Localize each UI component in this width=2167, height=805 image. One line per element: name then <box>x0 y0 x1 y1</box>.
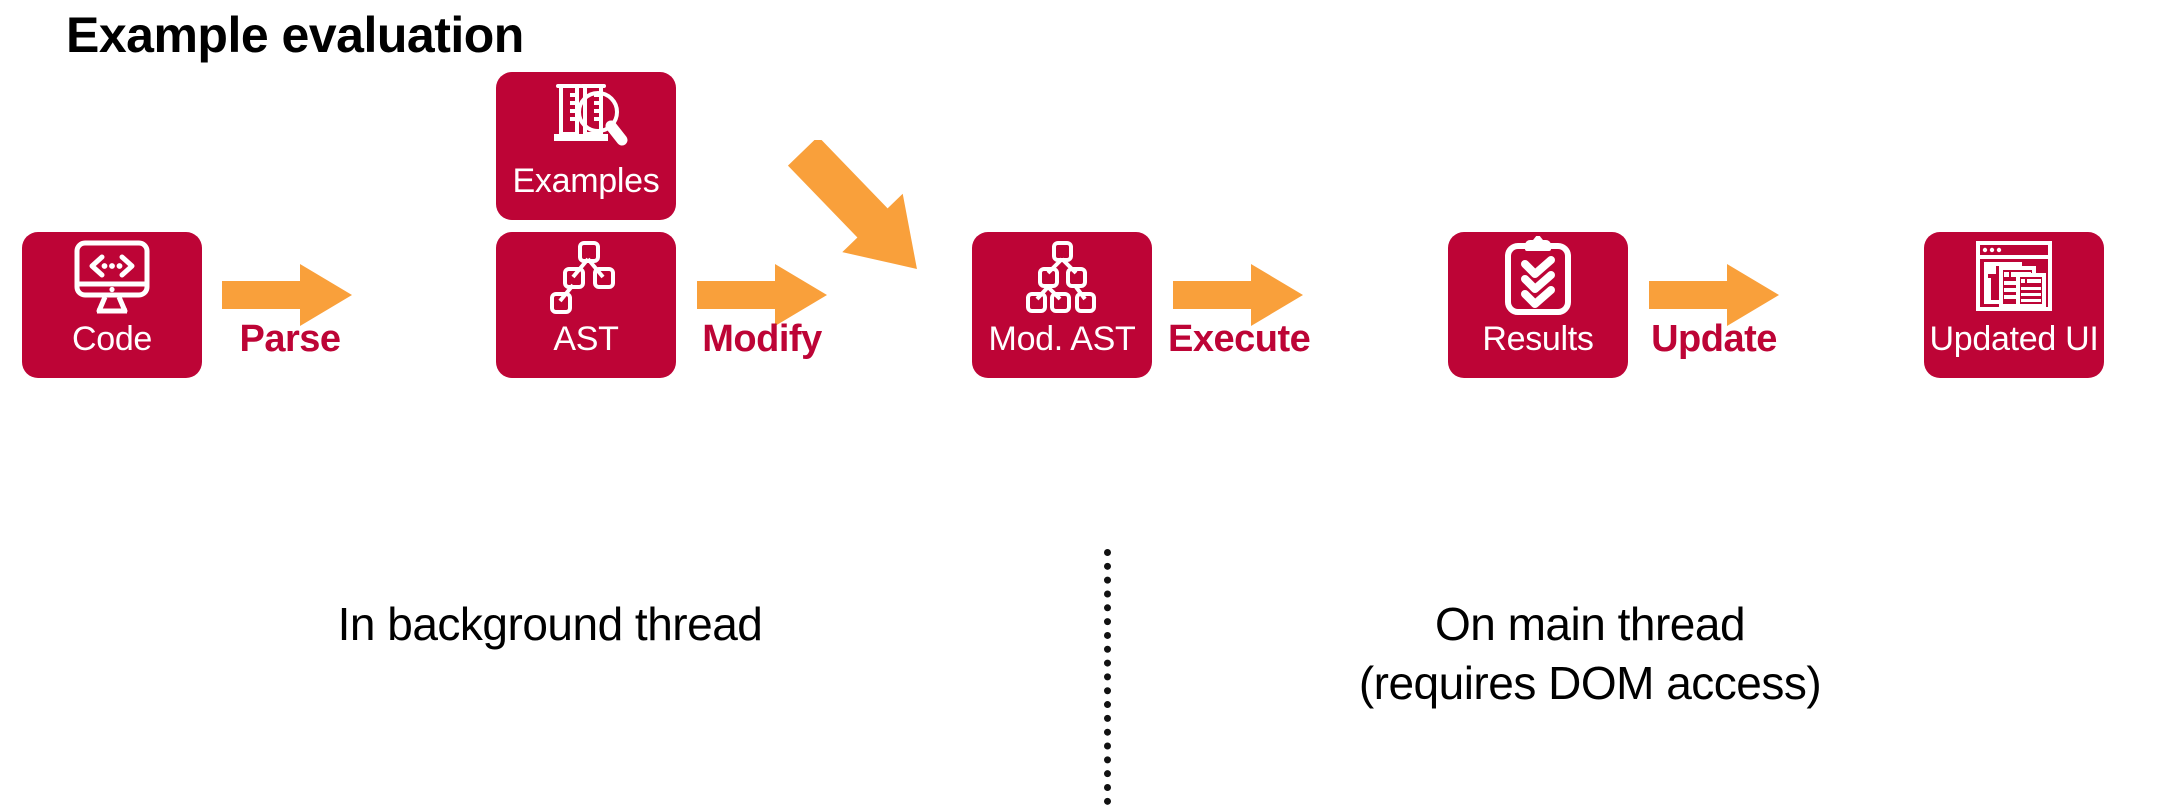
pipeline-node-examples[interactable]: Examples <box>496 72 676 220</box>
pipeline-node-ast[interactable]: AST <box>496 232 676 378</box>
tree-full-icon <box>972 232 1152 322</box>
tree-small-icon <box>496 232 676 322</box>
caption-background-thread: In background thread <box>337 598 763 650</box>
arrow-modify <box>697 264 827 326</box>
pipeline-node-mod-ast[interactable]: Mod. AST <box>972 232 1152 378</box>
pipeline-node-code[interactable]: Code <box>22 232 202 378</box>
arrow-examples-to-mod-ast <box>770 140 950 280</box>
arrow-update <box>1649 264 1779 326</box>
node-label-updated-ui: Updated UI <box>1929 320 2099 358</box>
caption-main-thread-line2: (requires DOM access) <box>1358 656 1822 709</box>
arrow-parse <box>222 264 352 326</box>
arrow-label-parse: Parse <box>239 318 341 360</box>
browser-window-icon <box>1924 232 2104 322</box>
arrow-label-modify: Modify <box>702 318 822 360</box>
node-label-code: Code <box>71 320 153 358</box>
monitor-code-icon <box>22 232 202 322</box>
test-tubes-magnifier-icon <box>496 72 676 164</box>
clipboard-checklist-icon <box>1448 232 1628 322</box>
node-label-ast: AST <box>553 320 619 358</box>
page-title: Example evaluation <box>66 7 524 63</box>
caption-main-thread: On main thread (requires DOM access) <box>1210 595 1970 713</box>
node-label-examples: Examples <box>512 162 660 200</box>
arrow-label-execute: Execute <box>1168 318 1311 360</box>
pipeline-node-updated-ui[interactable]: Updated UI <box>1924 232 2104 378</box>
node-label-results: Results <box>1482 320 1594 358</box>
pipeline-node-results[interactable]: Results <box>1448 232 1628 378</box>
caption-main-thread-line1: On main thread <box>1434 598 1746 650</box>
node-label-mod-ast: Mod. AST <box>988 320 1136 358</box>
arrow-label-update: Update <box>1651 318 1777 360</box>
thread-divider <box>1104 549 1111 805</box>
arrow-execute <box>1173 264 1303 326</box>
